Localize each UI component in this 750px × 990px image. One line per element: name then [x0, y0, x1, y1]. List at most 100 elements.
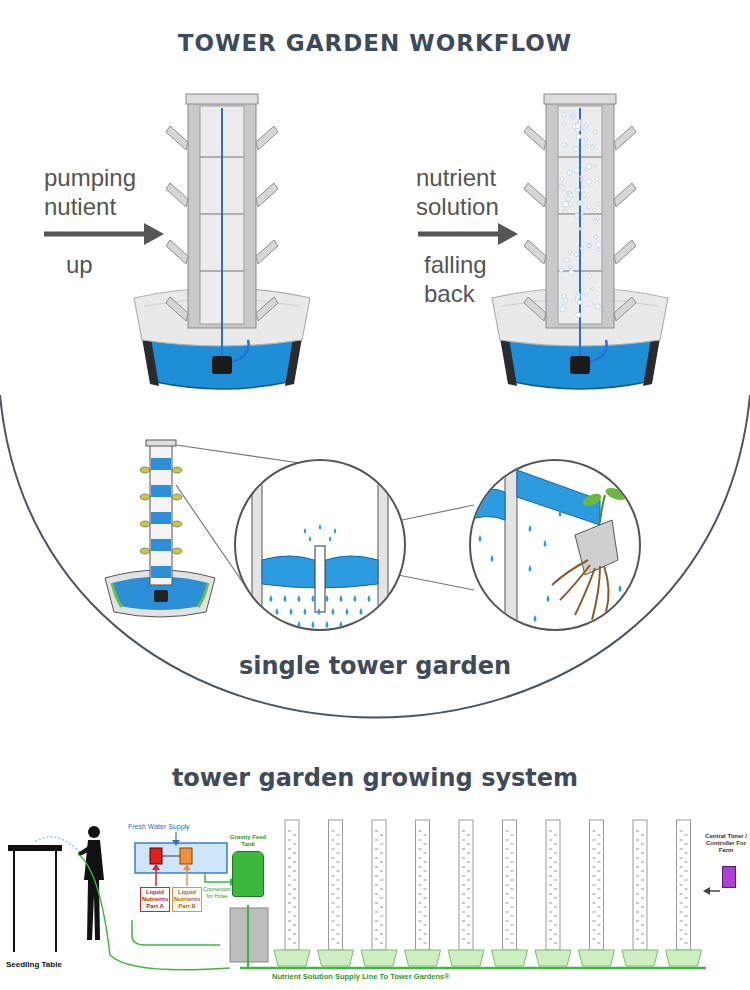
tower-row-part [337, 861, 340, 863]
falling-drops-part [591, 287, 594, 290]
falling-drops-part [570, 114, 574, 118]
falling-drops-part [596, 218, 599, 221]
tower-row-part [593, 839, 596, 841]
tower-row-part [506, 839, 509, 841]
falling-drops-part [569, 270, 574, 275]
tower-row-part [288, 839, 291, 841]
tower-row-part [593, 929, 596, 931]
section-arc [0, 395, 750, 718]
tower-row-part [636, 902, 639, 904]
tower-row-part [593, 902, 596, 904]
small-tower [105, 440, 215, 617]
flow-label: falling back [424, 250, 514, 308]
falling-drops-part [580, 247, 584, 251]
tower-row-part [293, 834, 296, 836]
tower-row-part [680, 866, 683, 868]
tower-row-part [375, 911, 378, 913]
tower-row-part [549, 875, 552, 877]
falling-drops-part [576, 312, 581, 317]
falling-drops-part [581, 212, 584, 215]
flow-arrow-part [418, 232, 500, 237]
node-text: Central Timer / Controller For Farm [704, 833, 748, 854]
tower-row-part [598, 897, 601, 899]
falling-drops-part [575, 298, 579, 302]
leader-line-part [402, 505, 474, 520]
magnified-nozzle-part-part [311, 595, 314, 602]
flow-arrow-part [498, 223, 518, 245]
falling-drops-part [575, 252, 579, 256]
falling-drops-part [574, 168, 579, 173]
small-tower-part-part [140, 467, 150, 473]
tower-row-part [288, 938, 291, 940]
falling-drops-part [568, 202, 572, 206]
falling-drops-part [594, 220, 598, 224]
tower-row-part [685, 852, 688, 854]
falling-drops [559, 112, 601, 317]
tower-row-part [337, 906, 340, 908]
tower-row-part [288, 866, 291, 868]
small-tower-part [151, 485, 171, 497]
tower-row-part [293, 906, 296, 908]
tower-row-part [641, 915, 644, 917]
flow-label: nutrient solution [416, 163, 531, 221]
falling-drops-part [566, 197, 570, 201]
supply-line [247, 905, 249, 968]
small-tower-part-part [140, 521, 150, 527]
flow-arrow-part [144, 223, 164, 245]
tower-row-part [549, 839, 552, 841]
tower-row-part [337, 897, 340, 899]
tower-row-part [511, 888, 514, 890]
magnified-roots-part-part [529, 525, 532, 532]
tower-row-part [506, 830, 509, 832]
tower-row-part [293, 852, 296, 854]
tower-row-part [375, 866, 378, 868]
tower-row-part [380, 942, 383, 944]
magnified-roots-part [575, 520, 618, 575]
magnified-roots-part-part [547, 595, 550, 602]
mixing-tray-part [183, 864, 191, 870]
tower-row-part [375, 902, 378, 904]
magnified-nozzle-part-part [269, 595, 272, 602]
tower-row-part [467, 933, 470, 935]
tower-row-part [332, 830, 335, 832]
magnified-nozzle-part-part [325, 595, 328, 602]
tower-row-part [332, 875, 335, 877]
tower-row-part [641, 897, 644, 899]
magnified-roots-part [465, 455, 645, 635]
magnified-nozzle-part-part [359, 608, 362, 615]
flow-label: up [66, 250, 93, 279]
tower-row-part [288, 848, 291, 850]
falling-drops-part [594, 165, 596, 167]
tower-row-part [549, 920, 552, 922]
falling-drops-part [586, 164, 591, 169]
small-tower-part-part [172, 467, 182, 473]
magnified-nozzle-part-part [303, 608, 306, 615]
magnifier-ring [470, 460, 640, 630]
seedling-table-part [13, 851, 15, 952]
tower-row-part [506, 938, 509, 940]
magnified-nozzle-part-part [339, 595, 342, 602]
magnified-nozzle [230, 455, 410, 641]
tower-row-part [462, 938, 465, 940]
falling-drops-part [585, 293, 588, 296]
tower-row-part [375, 938, 378, 940]
tower-row-part [641, 870, 644, 872]
tower-row-part [593, 875, 596, 877]
tower-row-part [424, 942, 427, 944]
tower-row-part [641, 933, 644, 935]
supply-label: Fresh Water Supply [128, 823, 190, 831]
magnified-nozzle-part-part [304, 528, 306, 534]
magnified-nozzle-part-part [367, 621, 370, 628]
seedling-table-part [8, 845, 62, 851]
tower-row-part [462, 911, 465, 913]
magnified-nozzle-part-part [353, 595, 356, 602]
person-silhouette-part [88, 826, 100, 838]
falling-drops-part [562, 143, 566, 147]
tower-row-part [636, 866, 639, 868]
magnified-nozzle-part [378, 455, 388, 635]
tower-row-part [288, 911, 291, 913]
tower-row-part [293, 870, 296, 872]
tower-row-part [680, 938, 683, 940]
